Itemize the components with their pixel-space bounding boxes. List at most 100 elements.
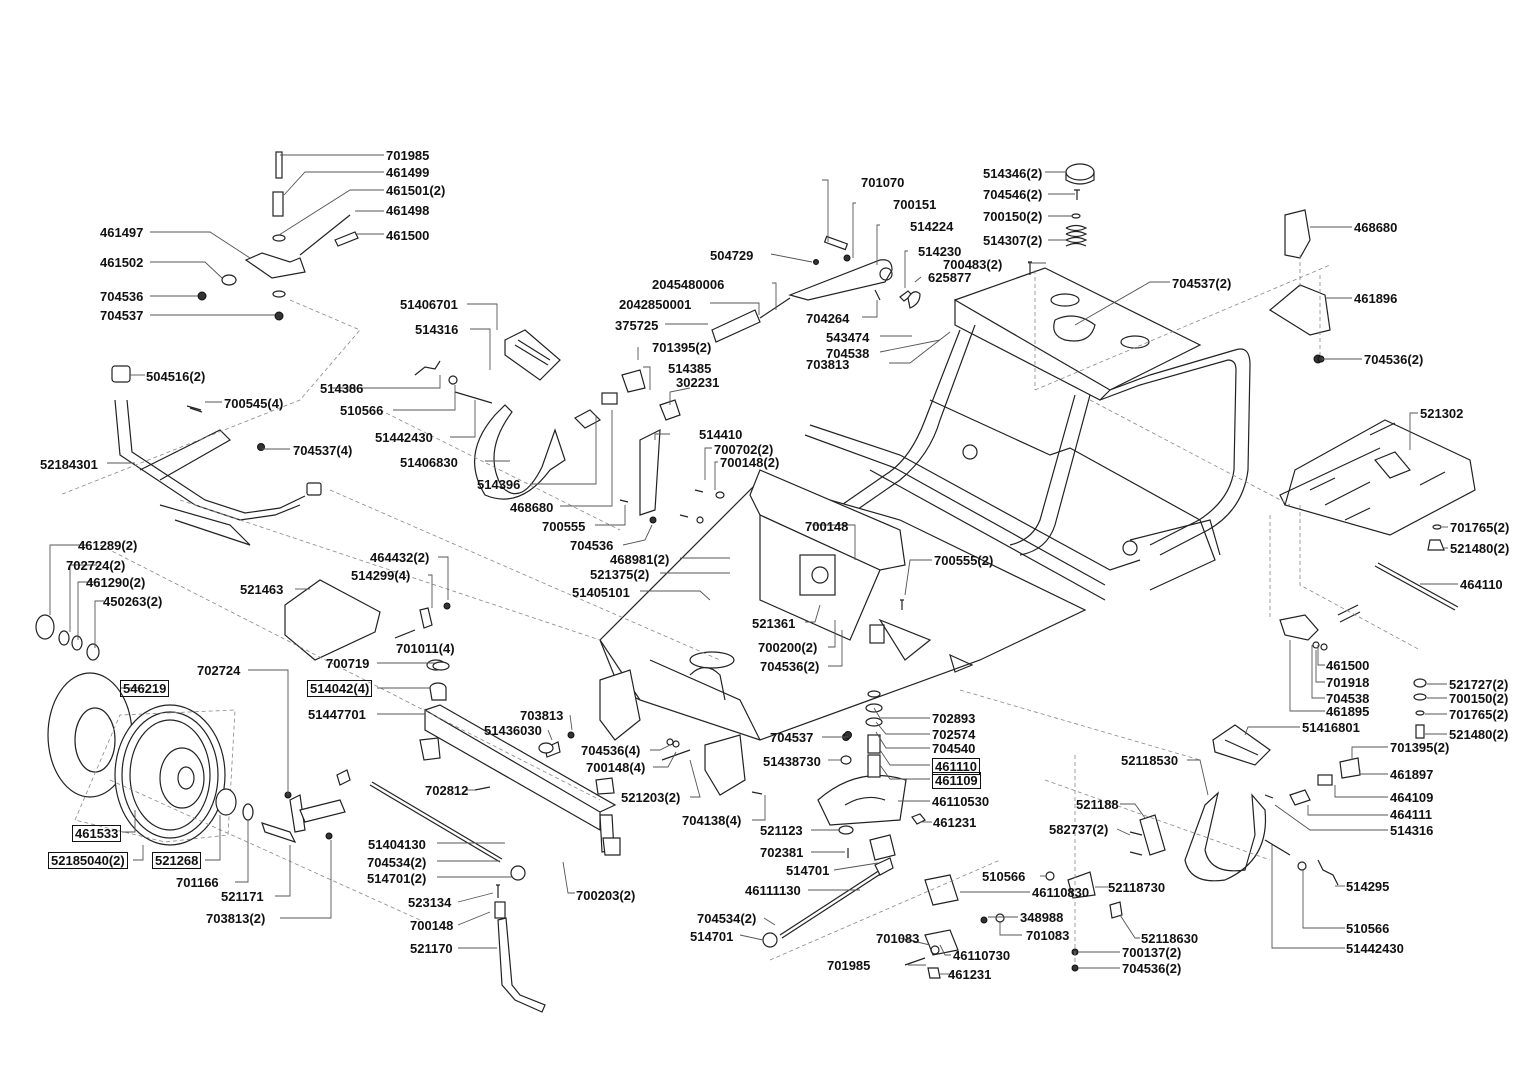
part-label-510566: 510566	[1346, 921, 1390, 936]
part-label-521850402: 52185040(2)	[48, 852, 128, 869]
part-label-700148: 700148	[410, 918, 454, 933]
part-label-52184301: 52184301	[40, 457, 98, 472]
part-label-464110: 464110	[1460, 577, 1503, 592]
part-label-7013952: 701395(2)	[652, 340, 712, 355]
part-label-348988: 348988	[1020, 910, 1064, 925]
part-label-510566: 510566	[340, 403, 384, 418]
part-label-7004832: 700483(2)	[943, 257, 1003, 272]
part-label-704536: 704536	[570, 538, 614, 553]
part-label-4612902: 461290(2)	[86, 575, 146, 590]
front-wheel-assembly	[35, 614, 346, 846]
part-label-464111: 464111	[1390, 807, 1432, 822]
part-label-521171: 521171	[221, 889, 264, 904]
part-label-7002032: 700203(2)	[576, 888, 636, 903]
part-label-7045342: 704534(2)	[697, 911, 757, 926]
part-label-514316: 514316	[1390, 823, 1434, 838]
part-label-52118630: 52118630	[1141, 931, 1199, 946]
part-label-7045362: 704536(2)	[1364, 352, 1424, 367]
part-label-4612892: 461289(2)	[78, 538, 138, 553]
leader-lines	[49, 154, 1458, 975]
part-label-701070: 701070	[861, 175, 905, 190]
part-label-703813: 703813	[520, 708, 564, 723]
part-label-7007022: 700702(2)	[714, 442, 774, 457]
part-label-700719: 700719	[326, 656, 370, 671]
part-label-461498: 461498	[386, 203, 430, 218]
part-label-702381: 702381	[760, 845, 804, 860]
part-label-7045462: 704546(2)	[983, 187, 1043, 202]
part-label-7001502: 700150(2)	[1449, 691, 1509, 706]
part-label-700148: 700148	[805, 519, 849, 534]
seat-switch-468680	[1284, 209, 1311, 259]
part-label-521170: 521170	[410, 941, 453, 956]
part-label-7045342: 704534(2)	[367, 855, 427, 870]
part-label-7041384: 704138(4)	[682, 813, 742, 828]
part-label-46110530: 46110530	[932, 794, 990, 809]
part-label-704538: 704538	[1326, 691, 1370, 706]
part-label-702812: 702812	[425, 783, 469, 798]
pedal-hinge-assembly	[197, 151, 359, 321]
part-label-704537: 704537	[100, 308, 144, 323]
part-label-5045162: 504516(2)	[146, 369, 206, 384]
part-label-7001484: 700148(4)	[586, 760, 646, 775]
part-label-2042850001: 2042850001	[619, 297, 692, 312]
part-label-7001372: 700137(2)	[1122, 945, 1182, 960]
part-label-7027242: 702724(2)	[66, 558, 126, 573]
part-label-703813: 703813	[806, 357, 850, 372]
part-label-514385: 514385	[668, 361, 712, 376]
part-label-7017652: 701765(2)	[1450, 520, 1510, 535]
part-label-461497: 461497	[100, 225, 144, 240]
part-label-514701: 514701	[786, 863, 830, 878]
part-label-461500: 461500	[1326, 658, 1370, 673]
part-label-7045374: 704537(4)	[293, 443, 353, 458]
bracket-461896	[1268, 284, 1331, 336]
brake-lever-514224	[711, 235, 921, 343]
part-label-514230: 514230	[918, 244, 962, 259]
part-label-7045372: 704537(2)	[1172, 276, 1232, 291]
part-label-5827372: 582737(2)	[1049, 822, 1109, 837]
part-label-543474: 543474	[826, 330, 870, 345]
part-label-521463: 521463	[240, 582, 284, 597]
part-label-51405101: 51405101	[572, 585, 630, 600]
part-label-51438730: 51438730	[763, 754, 821, 769]
part-label-5212032: 521203(2)	[621, 790, 681, 805]
part-label-461896: 461896	[1354, 291, 1398, 306]
part-label-46110830: 46110830	[1032, 885, 1090, 900]
part-label-51416801: 51416801	[1302, 720, 1360, 735]
part-label-5143072: 514307(2)	[983, 233, 1043, 248]
part-label-461533: 461533	[72, 825, 122, 842]
part-label-7017652: 701765(2)	[1449, 707, 1509, 722]
part-label-51404130: 51404130	[368, 837, 426, 852]
part-label-461231: 461231	[933, 815, 977, 830]
part-label-7045364: 704536(4)	[581, 743, 641, 758]
part-label-7005552: 700555(2)	[934, 553, 994, 568]
part-label-5143462: 514346(2)	[983, 166, 1043, 181]
part-label-510566: 510566	[982, 869, 1026, 884]
part-label-701083: 701083	[876, 931, 920, 946]
tie-rod-46111130	[779, 869, 881, 936]
part-label-7045362: 704536(2)	[1122, 961, 1182, 976]
part-label-521302: 521302	[1420, 406, 1464, 421]
right-pedal-group	[1067, 724, 1361, 919]
part-label-461109: 461109	[932, 772, 981, 789]
assembly-lines	[59, 255, 1421, 965]
part-label-51436030: 51436030	[484, 723, 542, 738]
part-label-52118730: 52118730	[1108, 880, 1166, 895]
part-label-46110730: 46110730	[953, 948, 1011, 963]
part-label-51442430: 51442430	[375, 430, 433, 445]
front-bumper-52184301	[111, 365, 322, 546]
part-label-7010114: 701011(4)	[396, 641, 455, 656]
part-label-4689812: 468981(2)	[610, 552, 670, 567]
part-label-5147012: 514701(2)	[367, 871, 427, 886]
part-label-521361: 521361	[752, 616, 796, 631]
part-label-704537: 704537	[770, 730, 814, 745]
part-label-5217272: 521727(2)	[1449, 677, 1509, 692]
bracket-46110730	[924, 929, 959, 956]
part-label-521123: 521123	[760, 823, 803, 838]
part-label-704540: 704540	[932, 741, 976, 756]
footrest-521463	[284, 579, 381, 661]
part-label-302231: 302231	[676, 375, 720, 390]
part-label-52118530: 52118530	[1121, 753, 1179, 768]
part-label-5142994: 514299(4)	[351, 568, 411, 583]
part-label-4644322: 464432(2)	[370, 550, 430, 565]
part-label-701166: 701166	[176, 875, 219, 890]
